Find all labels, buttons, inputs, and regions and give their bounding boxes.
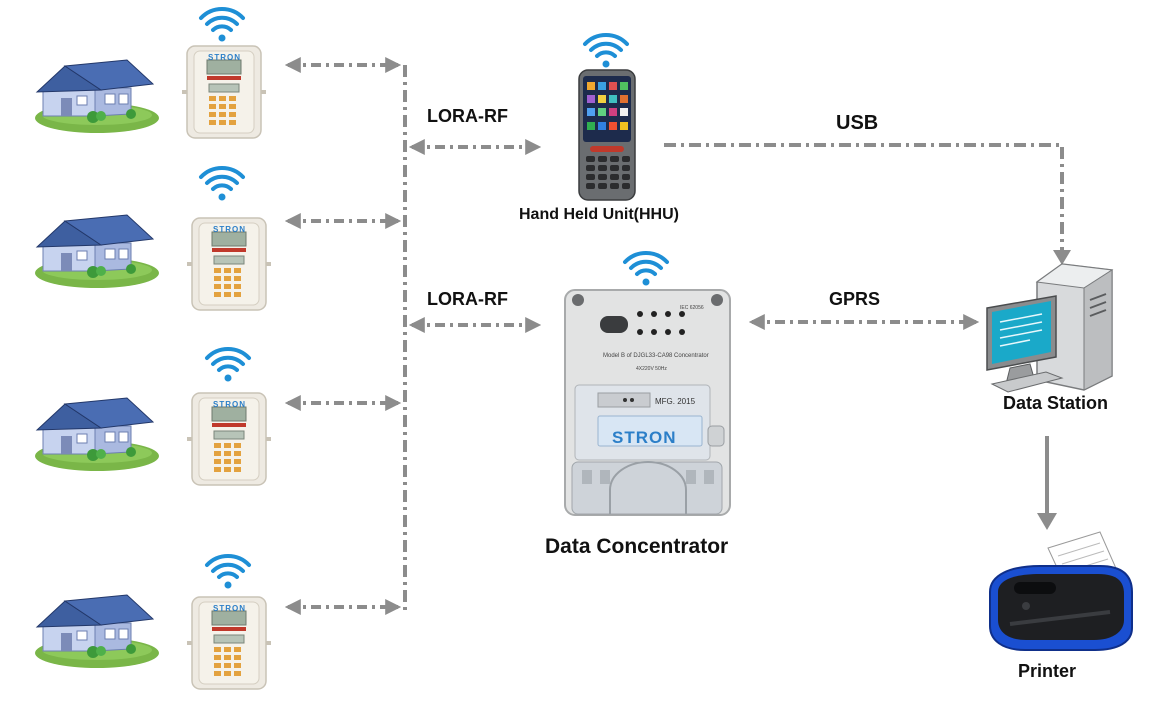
concentrator-standard: IEC 62056	[680, 305, 704, 311]
wifi-icon-concentrator	[623, 251, 669, 288]
data-concentrator-label: Data Concentrator	[545, 535, 729, 558]
usb-label: USB	[836, 112, 879, 134]
house-icon-4	[34, 594, 160, 669]
wifi-icon-meter-2	[199, 166, 245, 203]
meter-brand-2: STRON	[213, 225, 246, 234]
hhu-label: Hand Held Unit(HHU)	[519, 206, 679, 223]
meter-brand-4: STRON	[213, 604, 246, 613]
lora-rf-label-hhu: LORA-RF	[427, 106, 508, 126]
computer-icon	[986, 263, 1114, 393]
concentrator-mfg: MFG. 2015	[655, 397, 696, 406]
house-icon-1	[34, 59, 160, 134]
concentrator-rating: 4X220V 50Hz	[636, 366, 667, 372]
printer-icon	[989, 531, 1133, 651]
meter-links	[284, 57, 980, 615]
house-icon-3	[34, 397, 160, 472]
lora-rf-label-concentrator: LORA-RF	[427, 289, 508, 309]
wifi-icon-meter-1	[199, 7, 245, 44]
concentrator-brand: STRON	[612, 428, 677, 447]
handheld-terminal	[578, 69, 636, 201]
concentrator-model: Model B of DJGL33-CA98 Concentrator	[603, 353, 709, 359]
meter-brand-1: STRON	[208, 53, 241, 62]
wifi-icon-meter-4	[205, 554, 251, 591]
wifi-icon-meter-3	[205, 347, 251, 384]
house-icon-2	[34, 214, 160, 289]
printer-arrow-head	[1037, 513, 1057, 530]
gprs-label: GPRS	[829, 289, 881, 309]
data-station-label: Data Station	[1003, 393, 1109, 413]
usb-arrow-head	[1053, 250, 1071, 265]
printer-label: Printer	[1018, 661, 1077, 681]
usb-link	[664, 143, 1064, 252]
wifi-icon-hhu	[583, 33, 629, 70]
data-concentrator-device	[564, 289, 731, 516]
meter-brand-3: STRON	[213, 400, 246, 409]
